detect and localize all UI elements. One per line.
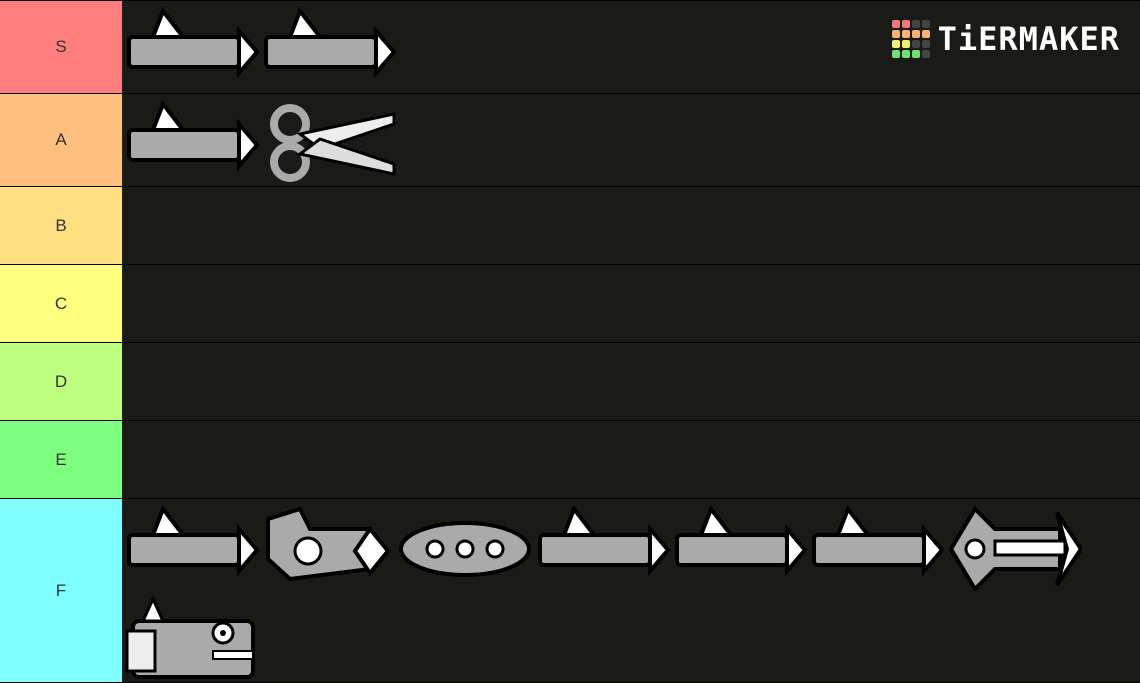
gd-icon-mech-claw-image xyxy=(127,6,260,79)
gd-icon-shard-ship[interactable] xyxy=(671,499,808,591)
tier-label-d[interactable]: D xyxy=(0,343,123,420)
gd-icon-rocket-fin-image xyxy=(127,504,260,577)
tiermaker-logo: TiERMAKER xyxy=(891,20,1120,58)
logo-grid-icon xyxy=(891,20,930,58)
gd-icon-jet-fighter[interactable] xyxy=(534,499,671,591)
gd-icon-dart-circle-image xyxy=(266,506,391,582)
gd-icon-arrow-ship[interactable] xyxy=(945,499,1082,591)
tier-items-d[interactable] xyxy=(123,343,1140,420)
tier-row-c: C xyxy=(0,265,1140,342)
gd-icon-dragon-head-image xyxy=(125,595,255,679)
tier-label-a[interactable]: A xyxy=(0,94,123,186)
tier-items-f[interactable] xyxy=(123,499,1140,682)
tier-label-b[interactable]: B xyxy=(0,187,123,264)
tier-label-s[interactable]: S xyxy=(0,1,123,93)
tier-label-e[interactable]: E xyxy=(0,421,123,498)
tier-items-c[interactable] xyxy=(123,265,1140,342)
gd-icon-dragon-head[interactable] xyxy=(123,591,260,683)
gd-icon-jet-fighter-image xyxy=(538,504,671,577)
gd-icon-shard-ship-image xyxy=(675,504,808,577)
tier-label-f[interactable]: F xyxy=(0,499,123,682)
gd-icon-drill-arm[interactable] xyxy=(123,94,260,186)
gd-icon-mech-claw[interactable] xyxy=(123,1,260,93)
gd-icon-blade-cannon-image xyxy=(264,6,397,79)
gd-icon-blade-cannon[interactable] xyxy=(260,1,397,93)
tier-row-s: S xyxy=(0,1,1140,93)
gd-icon-scissors-image xyxy=(270,104,396,182)
tier-row-e: E xyxy=(0,421,1140,498)
gd-icon-drill-arm-image xyxy=(127,99,260,172)
gd-icon-feather-ship-image xyxy=(812,504,945,577)
tier-row-a: A xyxy=(0,94,1140,186)
gd-icon-arrow-ship-image xyxy=(948,505,1082,591)
gd-icon-rocket-fin[interactable] xyxy=(123,499,260,591)
tier-items-b[interactable] xyxy=(123,187,1140,264)
logo-text: TiERMAKER xyxy=(937,20,1120,58)
tier-items-a[interactable] xyxy=(123,94,1140,186)
gd-icon-dart-circle[interactable] xyxy=(260,499,397,591)
gd-icon-feather-ship[interactable] xyxy=(808,499,945,591)
gd-icon-rocket-portholes[interactable] xyxy=(397,499,534,591)
gd-icon-scissors[interactable] xyxy=(260,94,397,186)
tier-items-e[interactable] xyxy=(123,421,1140,498)
tier-label-c[interactable]: C xyxy=(0,265,123,342)
tier-items-s[interactable] xyxy=(123,1,1140,93)
tier-row-f: F xyxy=(0,499,1140,682)
tier-row-b: B xyxy=(0,187,1140,264)
gd-icon-rocket-portholes-image xyxy=(399,521,531,577)
tier-row-d: D xyxy=(0,343,1140,420)
